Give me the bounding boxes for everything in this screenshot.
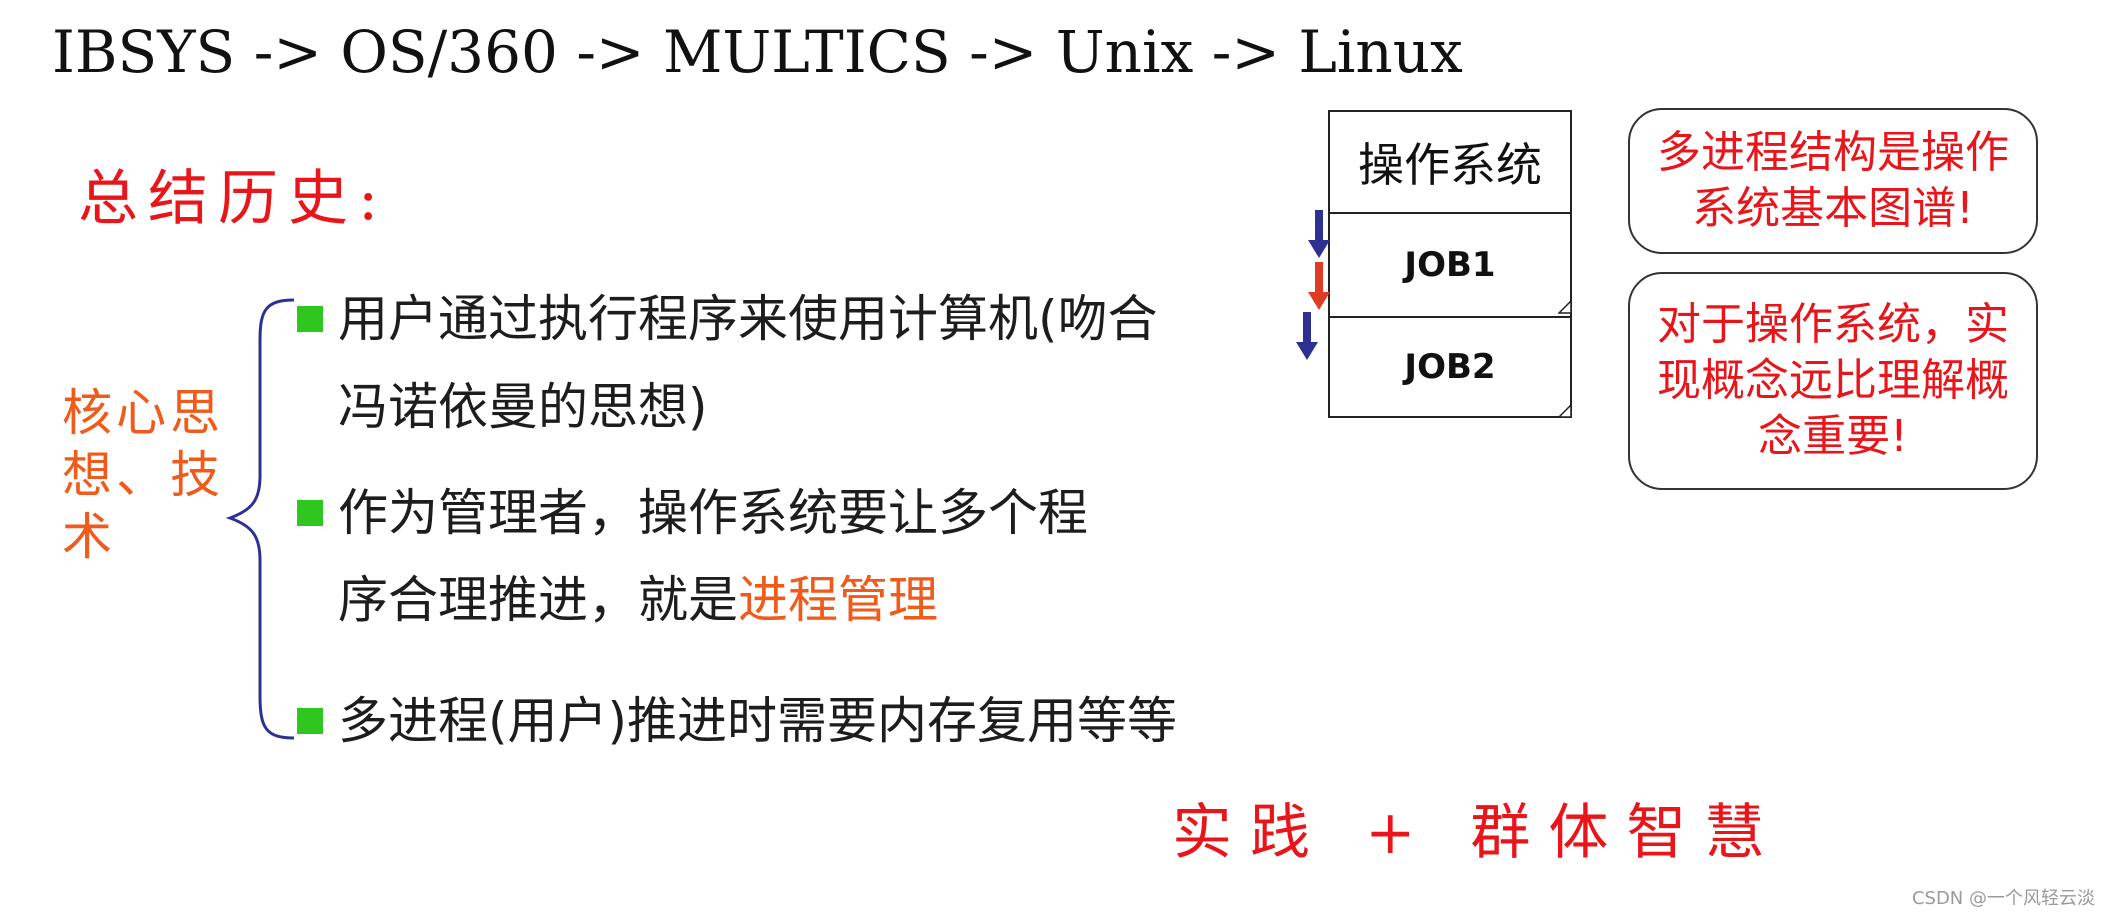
watermark: CSDN @一个风轻云淡 (1911, 888, 2095, 909)
note-implementation: 对于操作系统，实现概念远比理解概念重要! (1628, 272, 2038, 490)
curly-brace-icon (225, 298, 295, 740)
process-management-highlight: 进程管理 (738, 571, 938, 629)
arrow-down-blue-icon (1308, 210, 1330, 258)
bullet-2-line-1: 作为管理者，操作系统要让多个程 (338, 484, 1088, 542)
bullet-2-line-2: 序合理推进，就是进程管理 (338, 568, 938, 632)
os-cell: 操作系统 (1330, 112, 1570, 214)
bullet-3-line-1: 多进程(用户)推进时需要内存复用等等 (338, 692, 1178, 750)
bullet-marker (297, 708, 323, 734)
summary-title: 总结历史: (78, 164, 389, 234)
arrow-down-red-icon (1308, 262, 1330, 310)
note-multiprocess: 多进程结构是操作系统基本图谱! (1628, 108, 2038, 254)
practice-slogan: 实践 + 群体智慧 (1172, 798, 1783, 868)
job2-cell: JOB2 (1404, 347, 1496, 387)
core-label: 核心思想、技术 (62, 384, 224, 566)
bullet-marker (297, 500, 323, 526)
folded-corner-icon (1558, 404, 1572, 418)
os-memory-diagram: 操作系统 JOB1 JOB2 (1328, 110, 1572, 418)
job1-cell: JOB1 (1330, 214, 1570, 318)
page-title: IBSYS -> OS/360 -> MULTICS -> Unix -> Li… (52, 18, 1463, 86)
bullet-2-line-2-prefix: 序合理推进，就是 (338, 571, 738, 629)
bullet-marker (297, 306, 323, 332)
arrow-down-blue-icon (1296, 312, 1318, 360)
bullet-1-line-1: 用户通过执行程序来使用计算机(吻合 (338, 290, 1158, 348)
bullet-1-line-2: 冯诺依曼的思想) (338, 378, 708, 436)
folded-corner-icon (1558, 300, 1572, 314)
